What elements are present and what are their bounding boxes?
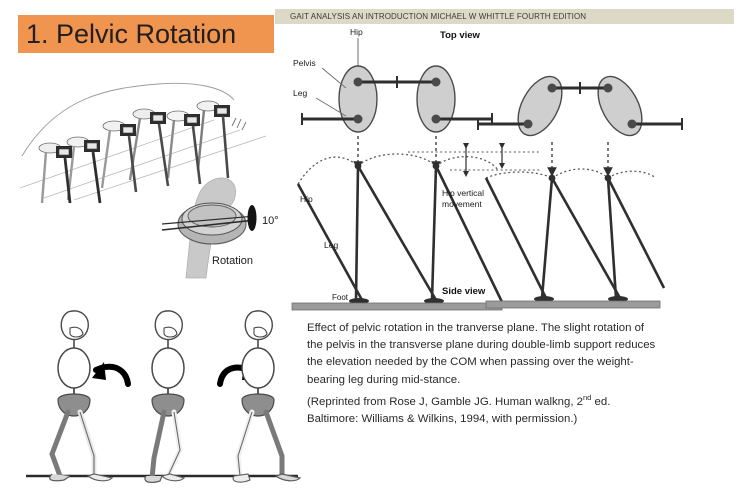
book-reference-header: GAIT ANALYSIS AN INTRODUCTION MICHAEL W … xyxy=(290,12,587,21)
caption-reprint-suffix: ed. xyxy=(591,395,611,408)
hip-vertical-movement-arrows xyxy=(463,143,505,177)
pelvic-rotation-gait-diagram: Hip Pelvis Leg xyxy=(290,26,743,314)
top-view-leg-label: Leg xyxy=(293,88,307,98)
top-view-left-group: Hip Pelvis Leg xyxy=(293,27,493,171)
pelvis-stride-sequence-illustration xyxy=(18,48,280,204)
side-view-heading: Side view xyxy=(442,286,486,297)
caption-line-2: the pelvis in the transverse plane durin… xyxy=(307,339,656,352)
caption-line-5: (Reprinted from Rose J, Gamble JG. Human… xyxy=(307,389,677,411)
top-view-heading: Top view xyxy=(440,30,481,41)
side-view-group: Hip Leg Foot xyxy=(291,143,666,311)
caption-line-3: the elevation needed by the COM when pas… xyxy=(307,356,634,369)
side-view-leg-label: Leg xyxy=(324,240,338,250)
top-view-right-group xyxy=(477,75,683,177)
caption-edition-superscript: nd xyxy=(583,392,592,402)
top-view-pelvis-label: Pelvis xyxy=(293,58,316,68)
caption-line-4: bearing leg during mid-stance. xyxy=(307,373,461,386)
header-band xyxy=(275,9,734,24)
side-view-hip-label: Hip xyxy=(300,194,313,204)
hip-vertical-movement-label-line1: Hip vertical xyxy=(442,188,484,198)
caption-line-1: Effect of pelvic rotation in the tranver… xyxy=(307,322,645,334)
title-highlight-band xyxy=(18,15,274,53)
rotation-caption-label: Rotation xyxy=(212,255,253,267)
walking-skeleton-figures-illustration xyxy=(22,300,302,488)
rotation-angle-label: 10° xyxy=(262,215,279,227)
side-view-foot-label: Foot xyxy=(332,293,349,302)
caption-reprint-prefix: (Reprinted from Rose J, Gamble JG. Human… xyxy=(307,395,584,408)
page-title: 1. Pelvic Rotation xyxy=(26,19,237,49)
pelvic-rotation-detail-illustration: 10° Rotation xyxy=(160,172,300,280)
top-view-hip-label: Hip xyxy=(350,27,363,37)
figure-caption: Effect of pelvic rotation in the tranver… xyxy=(307,320,677,428)
hip-vertical-movement-label-line2: movement xyxy=(442,199,482,209)
caption-line-6: Baltimore: Williams & Wilkins, 1994, wit… xyxy=(307,412,578,425)
